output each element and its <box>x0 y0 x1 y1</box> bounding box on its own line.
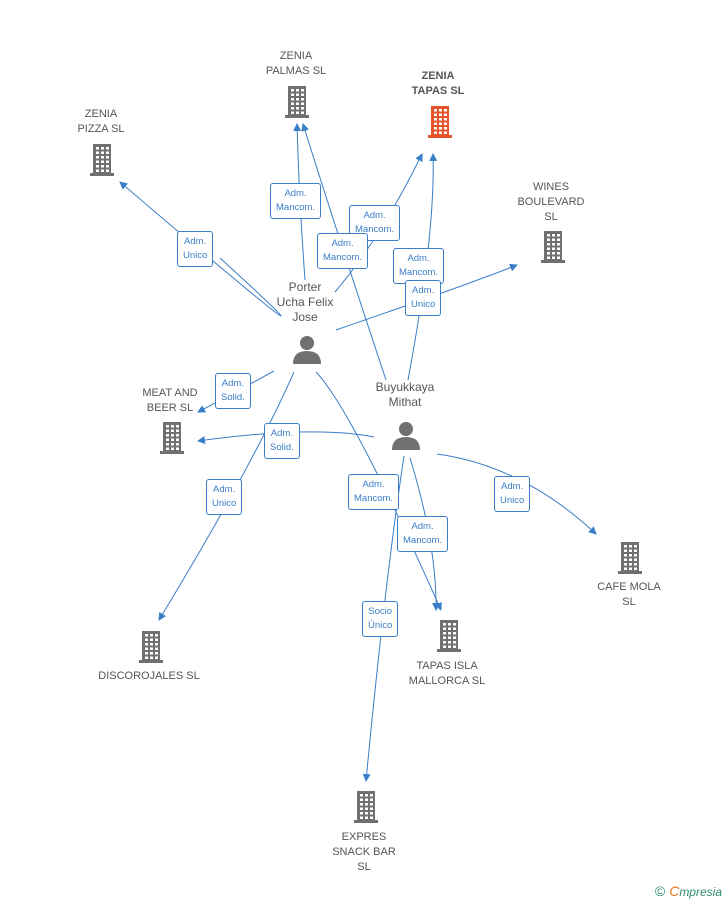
role-buyukkaya-cafe-mola[interactable]: Adm. Unico <box>494 476 531 512</box>
role-porter-tapas-isla[interactable]: Adm. Mancom. <box>348 474 400 510</box>
role-porter-zenia-tapas[interactable]: Adm. Mancom. <box>349 205 401 241</box>
building-icon-cafe-mola[interactable] <box>618 542 642 574</box>
building-icon-wines-boulevard[interactable] <box>541 231 565 263</box>
role-buyukkaya-meat[interactable]: Adm. Solid. <box>264 423 300 459</box>
role-porter-zenia-pizza[interactable]: Adm. Unico <box>177 231 214 267</box>
brand-footer[interactable]: ©Cmpresia <box>655 883 722 899</box>
copyright-icon: © <box>654 883 666 899</box>
node-label-porter: Porter Ucha Felix Jose <box>276 280 334 324</box>
role-porter-discorojales[interactable]: Adm. Unico <box>206 479 243 515</box>
edge-5 <box>335 263 518 331</box>
building-icon-expres-snack[interactable] <box>354 791 378 823</box>
node-label-discorojales: DISCOROJALES SL <box>98 670 200 682</box>
role-porter-zenia-palmas[interactable]: Adm. Mancom. <box>270 183 322 219</box>
building-icon-zenia-pizza[interactable] <box>90 144 114 176</box>
node-label-meat-and-beer: MEAT AND BEER SL <box>142 387 198 414</box>
node-label-zenia-pizza: ZENIA PIZZA SL <box>77 108 125 135</box>
node-label-tapas-isla: TAPAS ISLA MALLORCA SL <box>408 660 486 687</box>
building-icon-discorojales[interactable] <box>139 631 163 663</box>
role-porter-wines[interactable]: Adm. Unico <box>405 280 442 316</box>
node-label-zenia-tapas: ZENIA TAPAS SL <box>411 70 465 97</box>
icon-layer <box>90 86 642 823</box>
node-label-buyukkaya: Buyukkaya Mithat <box>375 380 435 409</box>
node-label-zenia-palmas: ZENIA PALMAS SL <box>265 50 327 77</box>
role-buyukkaya-tapas-isla[interactable]: Adm. Mancom. <box>397 516 449 552</box>
person-icon-buyukkaya[interactable] <box>392 422 420 450</box>
node-label-wines-boulevard: WINES BOULEVARD SL <box>517 181 585 223</box>
role-buyukkaya-zenia-palmas[interactable]: Adm. Mancom. <box>317 233 369 269</box>
role-buyukkaya-zenia-tapas[interactable]: Adm. Mancom. <box>393 248 445 284</box>
edge-9 <box>315 371 442 611</box>
role-porter-meat[interactable]: Adm. Solid. <box>215 373 251 409</box>
brand-initial: C <box>669 883 680 899</box>
building-icon-meat-and-beer[interactable] <box>160 422 184 454</box>
building-icon-zenia-palmas[interactable] <box>285 86 309 118</box>
node-label-cafe-mola: CAFE MOLA SL <box>597 581 661 608</box>
building-icon-tapas-isla[interactable] <box>437 620 461 652</box>
node-label-expres-snack: EXPRES SNACK BAR SL <box>332 831 396 873</box>
building-icon-zenia-tapas[interactable] <box>428 106 452 138</box>
edge-7 <box>197 431 375 445</box>
brand-name: mpresia <box>679 885 722 899</box>
role-buyukkaya-expres[interactable]: Socio Único <box>362 601 399 637</box>
person-icon-porter[interactable] <box>293 336 321 364</box>
